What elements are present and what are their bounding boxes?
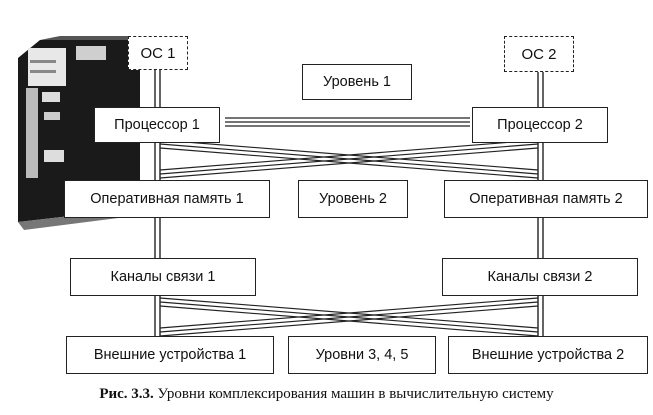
processor2-box: Процессор 2 (472, 107, 608, 143)
level1-label: Уровень 1 (302, 64, 412, 100)
caption-text: Уровни комплексирования машин в вычислит… (153, 386, 554, 402)
level345-label: Уровни 3, 4, 5 (288, 336, 436, 374)
os1-box: ОС 1 (128, 36, 188, 70)
caption-label: Рис. 3.3. (99, 386, 154, 402)
channels2-box: Каналы связи 2 (442, 258, 638, 296)
os2-box: ОС 2 (504, 36, 574, 72)
ram1-box: Оперативная память 1 (64, 180, 270, 218)
processor1-box: Процессор 1 (94, 107, 220, 143)
level2-cross (159, 139, 539, 179)
level2-label: Уровень 2 (298, 180, 408, 218)
channels1-box: Каналы связи 1 (70, 258, 256, 296)
processor-link (225, 117, 470, 127)
level345-cross (159, 297, 539, 337)
external1-box: Внешние устройства 1 (66, 336, 274, 374)
figure-caption: Рис. 3.3. Уровни комплексирования машин … (0, 386, 653, 403)
ram2-box: Оперативная память 2 (444, 180, 648, 218)
external2-box: Внешние устройства 2 (448, 336, 648, 374)
